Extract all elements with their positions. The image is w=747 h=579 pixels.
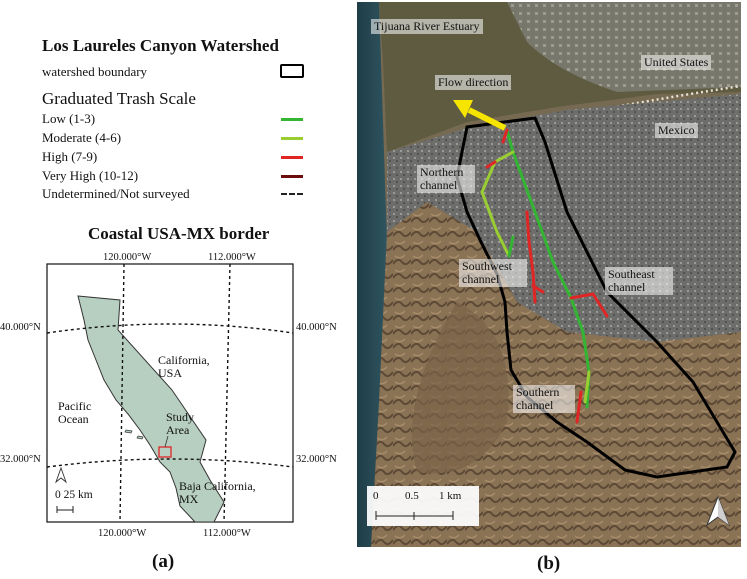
satellite-panel: Tijuana River Estuary United States Mexi…: [357, 2, 741, 547]
label-mexico: Mexico: [655, 123, 698, 138]
legend-swatch-low: [281, 118, 303, 121]
flow-direction-arrow-icon: [453, 100, 507, 131]
channel-main-low: [505, 128, 591, 409]
satellite-image: [357, 2, 741, 547]
lat-label-right-32: 32.000°N: [296, 454, 337, 465]
inset-graticule: [46, 263, 294, 523]
caption-b: (b): [537, 553, 561, 574]
scale-tick-0: 0: [373, 490, 379, 502]
lon-label-top-112: 112.000°W: [208, 252, 256, 263]
scale-tick-half: 0.5: [405, 490, 419, 502]
legend-item-moderate: Moderate (4-6): [42, 130, 122, 145]
california-baja-land: [77, 295, 225, 523]
channel-southwest-low: [507, 235, 515, 258]
channel-outlet-high: [501, 128, 509, 144]
legend-swatch-high: [281, 156, 303, 159]
lat-label-right-40: 40.000°N: [296, 322, 337, 333]
inset-title: Coastal USA-MX border: [88, 224, 270, 243]
channel-northern-high: [485, 160, 497, 169]
inset-scalebar-label: 0 25 km: [55, 489, 93, 501]
scale-bar-lines: [375, 511, 454, 520]
legend-boundary-swatch: [280, 64, 304, 78]
legend-scale-title: Graduated Trash Scale: [42, 89, 196, 108]
lat-label-left-40: 40.000°N: [0, 322, 41, 333]
lon-label-top-120: 120.000°W: [103, 252, 151, 263]
label-baja-california: Baja California,MX: [179, 479, 256, 506]
sat-canyon-shadow: [412, 302, 509, 474]
legend-item-high: High (7-9): [42, 149, 98, 164]
channel-islands: [124, 429, 144, 440]
inset-scalebar: [56, 506, 74, 513]
watershed-boundary: [455, 116, 737, 479]
channel-southeast-high: [569, 292, 609, 318]
channel-southern-high: [575, 390, 583, 424]
legend-panel: Los Laureles Canyon Watershed watershed …: [0, 0, 352, 579]
lon-label-bottom-120: 120.000°W: [98, 528, 146, 539]
label-california: California,USA: [158, 353, 210, 380]
channel-northern-moderate: [480, 150, 515, 258]
sat-scalebar: 0 0.5 1 km: [367, 486, 479, 526]
label-tijuana-estuary: Tijuana River Estuary: [371, 19, 483, 34]
channel-southwest-high-branch: [531, 284, 545, 294]
legend-swatch-undetermined: [281, 193, 303, 195]
lon-label-bottom-112: 112.000°W: [203, 528, 251, 539]
sat-sea: [357, 2, 387, 547]
lat-label-left-32: 32.000°N: [0, 454, 41, 465]
caption-a: (a): [152, 551, 175, 572]
inset-north-arrow-icon: [55, 466, 67, 484]
label-flow-direction: Flow direction: [435, 75, 512, 90]
label-united-states: United States: [641, 55, 712, 70]
trash-channels: [480, 128, 609, 424]
north-arrow-icon: [705, 495, 731, 527]
legend-swatch-very-high: [281, 175, 303, 178]
inset-map: 120.000°W 112.000°W 120.000°W 112.000°W …: [0, 252, 337, 539]
legend-item-undetermined: Undetermined/Not surveyed: [42, 186, 190, 201]
legend-swatch-moderate: [281, 137, 303, 140]
study-area-leader: [164, 435, 169, 448]
scale-tick-1km: 1 km: [439, 490, 462, 502]
legend-item-low: Low (1-3): [42, 111, 96, 126]
legend-title: Los Laureles Canyon Watershed: [42, 36, 279, 55]
channel-southern-moderate: [583, 370, 591, 404]
legend-boundary-label: watershed boundary: [42, 64, 148, 79]
legend-item-very-high: Very High (10-12): [42, 168, 139, 183]
